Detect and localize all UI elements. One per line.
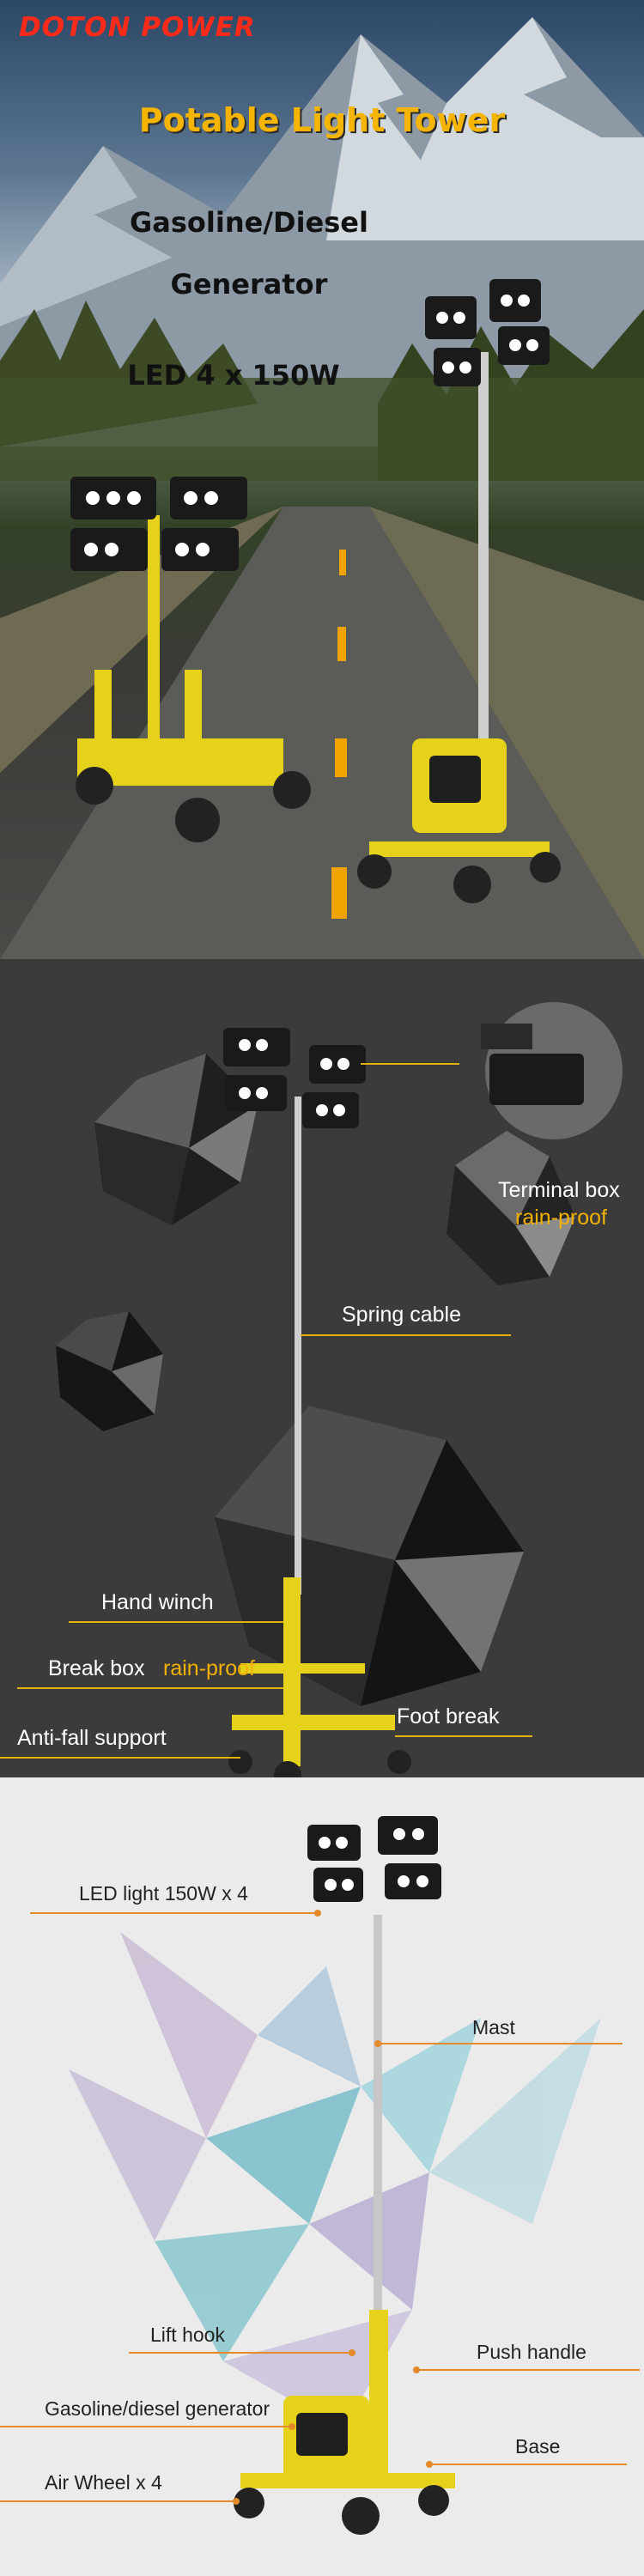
- features-section: Terminal box rain-proof Spring cable Han…: [0, 959, 644, 1777]
- fuel-type-text: Gasoline/Diesel: [130, 206, 368, 239]
- generator-text: Generator: [170, 268, 328, 301]
- polyhedron-decor-2: [447, 1131, 575, 1285]
- geometric-decor: [69, 1932, 601, 2430]
- polyhedron-decor-4: [215, 1406, 524, 1706]
- base-label: Base: [515, 2435, 561, 2458]
- lift-hook-label: Lift hook: [150, 2324, 225, 2346]
- anti-fall-label: Anti-fall support: [17, 1726, 167, 1750]
- parts-section: LED light 150W x 4 Mast Lift hook Push h…: [0, 1777, 644, 2576]
- mast-label: Mast: [472, 2016, 515, 2038]
- light-tower-right: [357, 279, 561, 903]
- light-tower-left: [70, 477, 311, 842]
- break-box-note: rain-proof: [163, 1656, 255, 1680]
- break-box-label: Break box: [48, 1656, 145, 1680]
- spring-cable-label: Spring cable: [342, 1303, 461, 1327]
- product-title: Potable Light Tower: [138, 101, 506, 139]
- foot-break-label: Foot break: [397, 1704, 500, 1728]
- parts-illustration: [0, 1816, 640, 2535]
- push-handle-label: Push handle: [477, 2341, 586, 2363]
- hand-winch-label: Hand winch: [101, 1590, 214, 1614]
- led-spec-text: LED 4 x 150W: [127, 359, 340, 392]
- air-wheel-label: Air Wheel x 4: [45, 2471, 162, 2494]
- mountain-road-scene: [0, 17, 644, 959]
- brand-logo: DOTON POWER: [19, 12, 256, 43]
- generator-label: Gasoline/diesel generator: [45, 2397, 270, 2420]
- terminal-box-label: Terminal box: [498, 1178, 620, 1202]
- polyhedron-decor-1: [94, 1054, 258, 1225]
- hero-banner: DOTON POWER Potable Light Tower Gasoline…: [0, 0, 644, 959]
- features-illustration: [0, 1002, 623, 1777]
- polyhedron-decor-3: [56, 1311, 163, 1431]
- terminal-box-note: rain-proof: [515, 1206, 607, 1230]
- led-light-label: LED light 150W x 4: [79, 1882, 248, 1905]
